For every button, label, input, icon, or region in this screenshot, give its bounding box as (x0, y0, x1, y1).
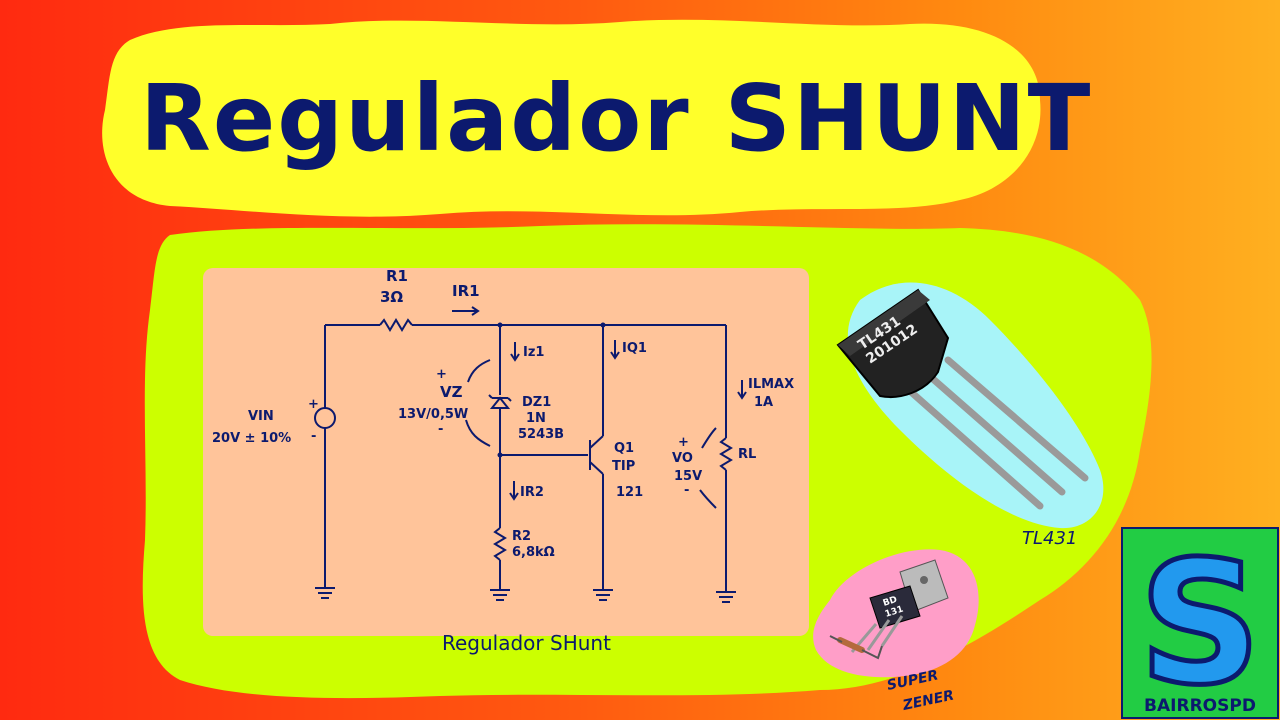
logo-brand: BAIRROSPD (1144, 696, 1256, 716)
circuit-panel (203, 268, 809, 636)
vin-label: VIN (248, 409, 274, 424)
vz-minus: - (438, 422, 443, 437)
r2-resistor (493, 527, 507, 561)
zener-diode (488, 394, 512, 409)
q1-label: Q1 (614, 441, 634, 456)
r1-label: R1 (386, 267, 408, 285)
tl431-component (836, 288, 1089, 510)
vo-minus: - (684, 483, 689, 498)
bairrospd-logo: S BAIRROSPD (1121, 523, 1279, 720)
q1-part1: TIP (612, 459, 635, 474)
source-plus: + (308, 397, 319, 412)
rl-resistor (719, 437, 733, 471)
iq1-label: IQ1 (622, 341, 647, 356)
dz1-part2: 5243B (518, 427, 564, 442)
ir2-label: IR2 (520, 485, 544, 500)
super-zener-chip-line1: BD (882, 595, 899, 609)
q1-part2: 121 (616, 485, 643, 500)
r1-value: 3Ω (380, 288, 403, 306)
iz1-label: Iz1 (523, 345, 544, 360)
vo-label: VO (672, 451, 693, 466)
vz-value: 13V/0,5W (398, 407, 468, 422)
vo-plus: + (678, 435, 689, 450)
r1-resistor (379, 318, 413, 332)
q1-transistor (589, 435, 604, 475)
page-title: Regulador SHUNT (140, 65, 1092, 172)
vz-plus: + (436, 367, 447, 382)
ir1-label: IR1 (452, 282, 480, 300)
dz1-part1: 1N (526, 411, 546, 426)
title-blob (102, 19, 1041, 217)
rl-label: RL (738, 447, 756, 462)
super-zener-line2: ZENER (901, 687, 956, 714)
ilmax-value: 1A (754, 395, 773, 410)
r2-value: 6,8kΩ (512, 545, 555, 560)
super-zener-component (829, 559, 949, 660)
vin-value: 20V ± 10% (212, 431, 291, 446)
source-minus: - (311, 429, 316, 444)
dz1-label: DZ1 (522, 395, 551, 410)
ilmax-label: ILMAX (748, 377, 794, 392)
circuit-caption: Regulador SHunt (442, 631, 611, 655)
vo-value: 15V (674, 469, 702, 484)
tl431-label: TL431 (1022, 528, 1077, 549)
circuit-diagram (314, 306, 747, 603)
vz-label: VZ (440, 383, 463, 401)
logo-letter: S (1139, 525, 1261, 720)
r2-label: R2 (512, 529, 531, 544)
ground-symbol (315, 587, 335, 599)
